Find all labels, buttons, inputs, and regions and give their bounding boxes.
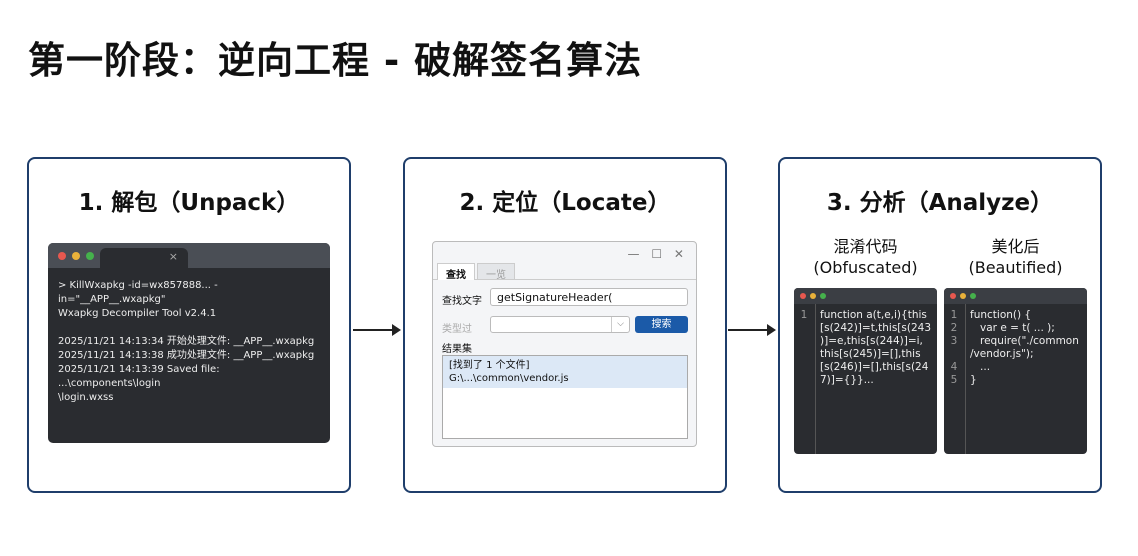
terminal-tab[interactable]: × [100, 248, 188, 268]
close-dot-icon [950, 293, 956, 299]
panel-title: 1. 解包（Unpack） [78, 190, 300, 216]
result-item[interactable]: [找到了 1 个文件] G:\...\common\vendor.js [443, 356, 687, 388]
tab-overview[interactable]: 一览 [477, 263, 515, 281]
result-path: G:\...\common\vendor.js [449, 373, 569, 384]
result-count: [找到了 1 个文件] [449, 360, 530, 371]
minimize-dot-icon [960, 293, 966, 299]
panel-locate: 2. 定位（Locate） [403, 157, 727, 493]
chevron-down-icon[interactable]: ⌵ [611, 317, 629, 332]
tab-find[interactable]: 查找 [437, 263, 475, 281]
close-icon[interactable]: × [168, 250, 178, 263]
window-controls[interactable]: — ☐ ✕ [627, 247, 688, 261]
beautified-label: 美化后 (Beautified) [968, 237, 1063, 277]
beautified-code-window: 1 2 3 4 5 function() { var e = t( ... );… [944, 288, 1087, 454]
arrow-right-icon [353, 324, 401, 336]
panel-analyze: 3. 分析（Analyze） [778, 157, 1102, 493]
maximize-dot-icon [970, 293, 976, 299]
obfuscated-code-window: 1 function a(t,e,i){this [s(242)]=t,this… [794, 288, 937, 454]
minimize-dot-icon [810, 293, 816, 299]
find-input[interactable]: getSignatureHeader( [490, 288, 688, 306]
line-numbers: 1 [800, 309, 808, 321]
search-window: — ☐ ✕ 查找 一览 查找文字 getSignatureHeader( 类型过… [432, 241, 697, 447]
close-dot-icon [800, 293, 806, 299]
terminal-window: × > KillWxapkg -id=wx857888... -in="__AP… [48, 243, 330, 443]
type-select[interactable]: ⌵ [490, 316, 630, 333]
results-list: [找到了 1 个文件] G:\...\common\vendor.js [442, 355, 688, 439]
panel-title: 2. 定位（Locate） [459, 190, 671, 216]
maximize-dot-icon [820, 293, 826, 299]
obfuscated-label: 混淆代码 (Obfuscated) [813, 237, 918, 277]
type-label: 类型过 [442, 324, 472, 335]
maximize-dot-icon [86, 252, 94, 260]
close-dot-icon [58, 252, 66, 260]
obfuscated-code: function a(t,e,i){this [s(242)]=t,this[s… [820, 309, 932, 386]
find-label: 查找文字 [442, 296, 482, 307]
page-title: 第一阶段：逆向工程 - 破解签名算法 [28, 39, 643, 82]
panel-title: 3. 分析（Analyze） [826, 190, 1054, 216]
beautified-code: function() { var e = t( ... ); require("… [970, 309, 1079, 386]
arrow-right-icon [728, 324, 776, 336]
minimize-dot-icon [72, 252, 80, 260]
results-label: 结果集 [442, 344, 472, 355]
panel-unpack: 1. 解包（Unpack） [27, 157, 351, 493]
search-button[interactable]: 搜索 [635, 316, 688, 333]
line-numbers: 1 2 3 4 5 [950, 309, 958, 386]
terminal-output: > KillWxapkg -id=wx857888... -in="__APP_… [58, 280, 315, 403]
